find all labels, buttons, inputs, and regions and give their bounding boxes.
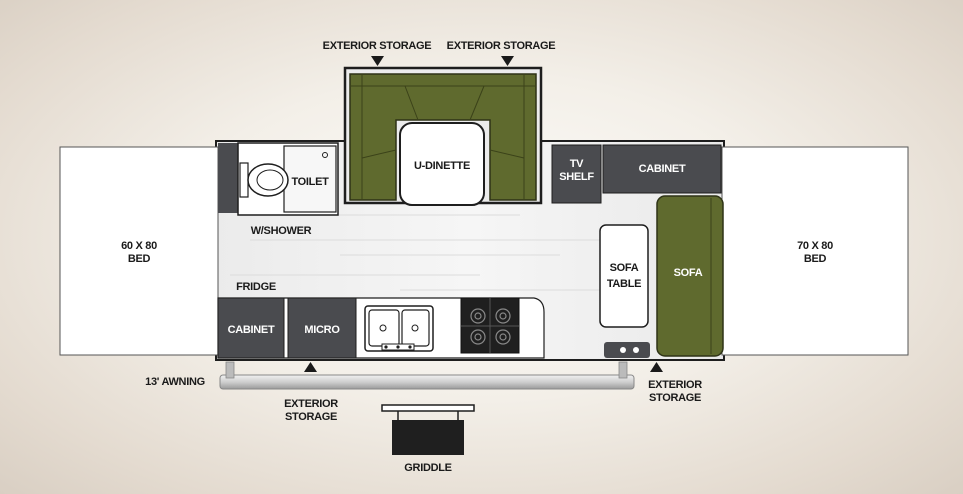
bed-right [721,146,909,356]
label-awning: 13' AWNING [145,376,205,388]
label-exterior-storage-top-left: EXTERIOR STORAGE [322,40,432,52]
griddle-shelf [381,404,475,412]
label-sofa-table-line1: SOFA [609,262,639,274]
tv-shelf [551,144,602,204]
label-bed-left: 60 X 80 BED [60,240,218,266]
label-cabinet-top: CABINET [638,163,686,175]
label-exterior-storage-top-right: EXTERIOR STORAGE [446,40,556,52]
cabinet-bottom [217,297,285,359]
label-exterior-storage-bottom: EXTERIOR STORAGE [270,398,352,424]
label-exterior-storage-right: EXTERIOR STORAGE [634,379,716,405]
label-bed-left-size: 60 X 80 [121,240,157,252]
awning-rail [219,374,635,390]
arrow-storage-right [650,362,663,372]
label-sofa-table: SOFA TABLE [600,262,648,291]
bathroom-wall [218,143,238,213]
label-exterior-storage-bottom-line1: EXTERIOR [284,398,338,410]
shower-drain [322,152,328,158]
label-exterior-storage-right-line2: STORAGE [648,392,702,404]
label-u-dinette: U-DINETTE [414,160,470,172]
outlet-box [604,342,650,358]
microwave [287,297,357,359]
bed-left [59,146,219,356]
stove-burners [470,308,511,345]
toilet-bowl [247,163,289,197]
label-micro: MICRO [304,324,340,336]
label-tv-shelf: TV SHELF [552,158,601,184]
label-tv-shelf-line2: SHELF [559,171,594,183]
label-cabinet-bottom: CABINET [227,324,275,336]
label-bed-right-type: BED [803,253,827,265]
label-sofa-table-line2: TABLE [606,278,642,290]
sofa-table [599,224,649,328]
sofa [656,195,724,357]
arrow-storage-top-right [501,56,514,66]
label-griddle: GRIDDLE [404,462,452,474]
label-exterior-storage-bottom-line2: STORAGE [284,411,338,423]
griddle [392,420,464,455]
label-w-shower: W/SHOWER [250,225,312,237]
label-bed-right-size: 70 X 80 [797,240,833,252]
u-dinette-seat [349,73,537,201]
dinette-table [399,122,485,206]
label-bed-left-type: BED [127,253,151,265]
toilet-tank [239,162,249,198]
label-tv-shelf-line1: TV [569,158,584,170]
label-fridge: FRIDGE [236,281,276,293]
arrow-storage-top-left [371,56,384,66]
cabinet-top [602,144,722,194]
arrow-storage-bottom [304,362,317,372]
label-exterior-storage-right-line1: EXTERIOR [648,379,702,391]
label-sofa: SOFA [673,267,703,279]
label-toilet: TOILET [291,176,329,188]
label-bed-right: 70 X 80 BED [722,240,908,266]
